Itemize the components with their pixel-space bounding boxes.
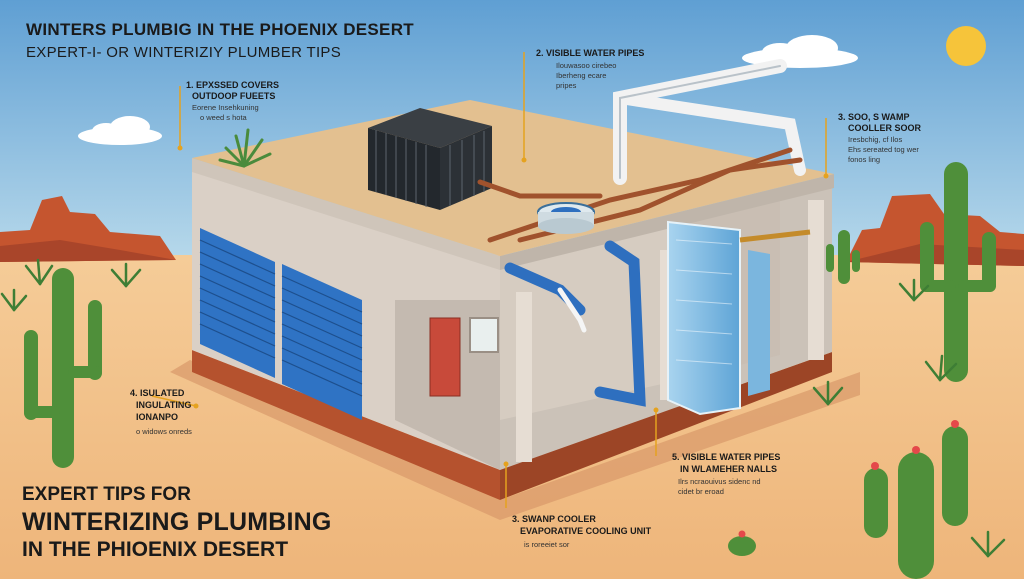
leader-lines — [151, 52, 827, 508]
callout-2-note1: Ilouwasoo cirebeo — [556, 61, 617, 70]
headline-line-2: WINTERIZING PLUMBING — [22, 508, 332, 536]
callout-5-note2: cidet br eroad — [678, 487, 724, 496]
saguaro-cactus-small — [826, 230, 860, 284]
callout-6-line2: EVAPORATIVE COOLING UNIT — [520, 526, 652, 536]
building-shadow — [170, 360, 860, 520]
callout-2-title: 2. VISIBLE WATER PIPES — [536, 48, 645, 58]
shutter-slats — [199, 239, 276, 359]
saguaro-cactus-right — [920, 162, 996, 382]
callout-4-line2: INGULATING — [136, 400, 192, 410]
prickly-pear-cactus — [864, 420, 968, 579]
pvc-pipe — [613, 59, 806, 185]
agave-plant-icon — [218, 128, 272, 168]
saguaro-cactus-left — [24, 268, 102, 468]
sun-icon — [946, 26, 986, 66]
barrel-cactus — [728, 530, 756, 556]
callout-2-note3: pripes — [556, 81, 577, 90]
column — [808, 200, 824, 360]
callout-1-note2: o weed s hota — [200, 113, 247, 122]
ac-unit-icon — [368, 108, 492, 210]
column — [516, 292, 532, 462]
door — [429, 317, 461, 397]
evaporative-cooling-panel — [667, 220, 811, 416]
window — [469, 317, 499, 353]
headline-line-3: IN THE PHIOENIX DESERT — [22, 538, 289, 561]
callout-5-line2: IN WLAMEHER NALLS — [680, 464, 777, 474]
cloud-icon — [78, 116, 162, 145]
callout-4-note1: o widows onreds — [136, 427, 192, 436]
callout-6-title: 3. SWANP COOLER — [512, 514, 596, 524]
shutter-slats — [281, 275, 363, 397]
callout-5-title: 5. VISIBLE WATER PIPES — [672, 452, 781, 462]
building-base-front — [192, 350, 500, 500]
callout-3-line2: COOLLER SOOR — [848, 123, 922, 133]
callout-1-line2: OUTDOOP FUEETS — [192, 91, 276, 101]
callout-3-note3: fonos ling — [848, 155, 881, 164]
roof-edge-front — [192, 158, 500, 270]
desert-shrub — [0, 258, 1006, 558]
swamp-cooler-icon — [537, 202, 595, 234]
callout-1-title: 1. EPXSSED COVERS — [186, 80, 280, 90]
poster-title: WINTERS PLUMBIG IN THE PHOENIX DESERT — [26, 20, 414, 39]
callout-1-note1: Eorene Insehkuning — [192, 103, 259, 112]
mesa-left-shade — [0, 240, 176, 262]
callout-4-title: 4. ISULATED — [130, 388, 185, 398]
roof — [192, 100, 834, 256]
headline-line-1: EXPERT TIPS FOR — [22, 484, 191, 505]
callout-3-note2: Ehs sereated tog wer — [848, 145, 919, 154]
window-shutter-left — [199, 228, 276, 378]
callout-4-line3: IONANPO — [136, 412, 179, 422]
callout-6-note1: is roreeiet sor — [524, 540, 570, 549]
window-shutter-right — [281, 264, 363, 420]
callout-5-note1: Ilrs ncraouivus sidenc nd — [678, 477, 761, 486]
callout-3-title: 3. SOO, S WAMP — [838, 112, 910, 122]
poster-subtitle: EXPERT-I- OR WINTERIZIY PLUMBER TIPS — [26, 44, 342, 61]
callout-2-note2: Iberheng ecare — [556, 71, 607, 80]
blue-insulated-pipe — [504, 240, 646, 407]
leader-dots — [177, 145, 829, 467]
callout-3-note1: Iresbchig, cf Ilos — [848, 135, 903, 144]
mesa-right-shade — [846, 244, 1024, 266]
